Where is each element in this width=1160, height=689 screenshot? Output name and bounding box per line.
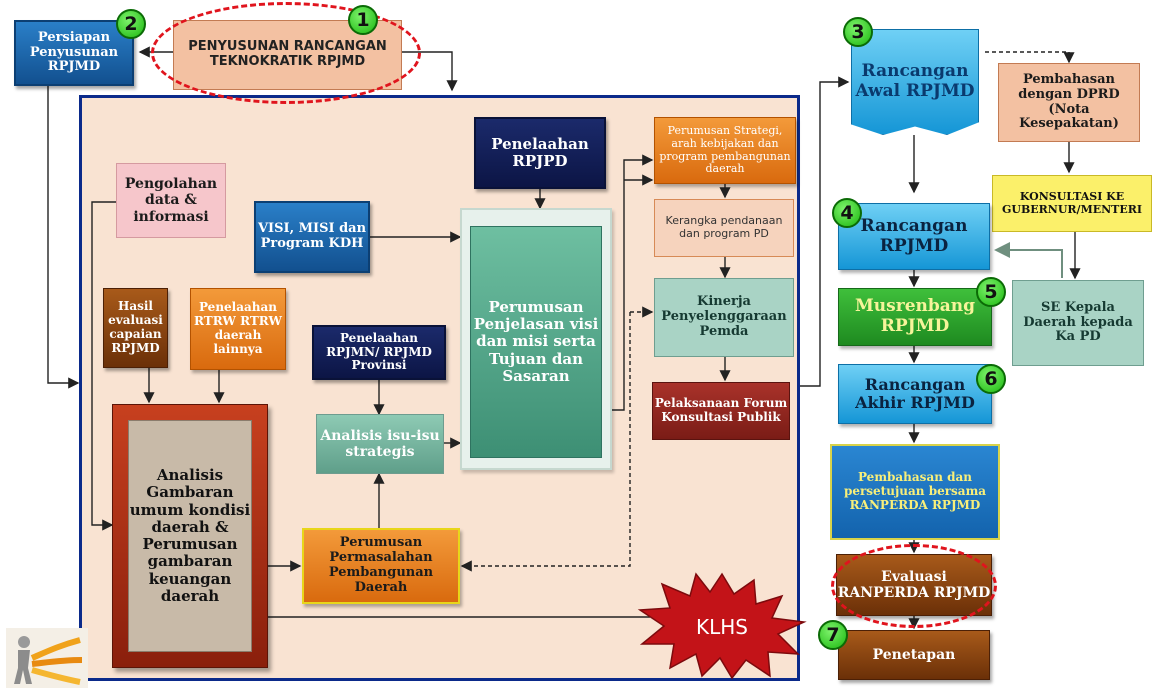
pengolahan-data-box: Pengolahan data & informasi	[116, 163, 226, 238]
step-6-badge: 6	[976, 364, 1006, 394]
presenter-logo-icon	[6, 628, 88, 688]
visi-misi-box: VISI, MISI dan Program KDH	[254, 201, 370, 273]
persiapan-label: Persiapan Penyusunan RPJMD	[29, 29, 119, 75]
perumusan-penjelasan-box: Perumusan Penjelasan visi dan misi serta…	[470, 226, 602, 458]
penelaahan-rpjpd-box: Penelaahan RPJPD	[474, 117, 606, 189]
pembahasan-persetujuan-box: Pembahasan dan persetujuan bersama RANPE…	[830, 444, 1000, 540]
konsultasi-box: KONSULTASI KE GUBERNUR/MENTERI	[992, 175, 1152, 232]
evaluasi-highlight-ring	[831, 544, 997, 628]
step-5-badge: 5	[976, 277, 1006, 307]
hasil-evaluasi-box: Hasil evaluasi capaian RPJMD	[103, 288, 168, 368]
musrenbang-box: Musrenbang RPJMD	[838, 288, 992, 346]
penyusunan-highlight-ring	[151, 2, 421, 104]
kerangka-pendanaan-box: Kerangka pendanaan dan program PD	[654, 199, 794, 257]
pelaksanaan-forum-box: Pelaksanaan Forum Konsultasi Publik	[652, 382, 790, 440]
rancangan-awal-box: Rancangan Awal RPJMD	[851, 29, 979, 135]
pembahasan-dprd-box: Pembahasan dengan DPRD (Nota Kesepakatan…	[998, 63, 1140, 142]
step-4-badge: 4	[832, 198, 862, 228]
penelaahan-rpjmn-box: Penelaahan RPJMN/ RPJMD Provinsi	[312, 325, 446, 380]
analisis-isu-box: Analisis isu-isu strategis	[316, 414, 444, 474]
step-3-badge: 3	[843, 17, 873, 47]
perumusan-strategi-box: Perumusan Strategi, arah kebijakan dan p…	[654, 117, 796, 184]
rancangan-akhir-box: Rancangan Akhir RPJMD	[838, 364, 992, 424]
persiapan-penyusunan-box: Persiapan Penyusunan RPJMD	[14, 20, 134, 86]
step-1-badge: 1	[348, 5, 378, 35]
penelaahan-rtrw-box: Penelaahan RTRW RTRW daerah lainnya	[190, 288, 286, 370]
perumusan-permasalahan-box: Perumusan Permasalahan Pembangunan Daera…	[302, 528, 460, 604]
klhs-starburst	[637, 572, 807, 680]
step-7-badge: 7	[818, 620, 848, 650]
penetapan-box: Penetapan	[838, 630, 990, 680]
se-kepala-box: SE Kepala Daerah kepada Ka PD	[1012, 280, 1144, 366]
rancangan-rpjmd-box: Rancangan RPJMD	[838, 203, 990, 270]
analisis-gambaran-box: Analisis Gambaran umum kondisi daerah & …	[128, 420, 252, 652]
klhs-label: KLHS	[696, 614, 748, 639]
kinerja-box: Kinerja Penyelenggaraan Pemda	[654, 278, 794, 357]
step-2-badge: 2	[116, 9, 146, 39]
